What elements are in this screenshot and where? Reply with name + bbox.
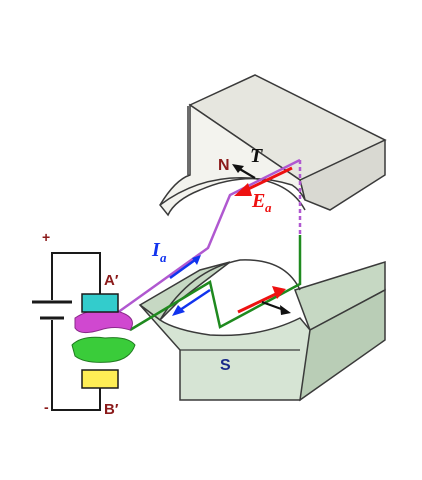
emf-arrow-top	[234, 166, 293, 196]
svg-text:a: a	[265, 200, 272, 215]
svg-text:I: I	[151, 239, 161, 261]
north-pole-piece	[159, 74, 387, 217]
brush-a-label: A′	[104, 272, 119, 289]
minus-terminal-label: -	[44, 399, 49, 415]
current-arrow-lower	[172, 288, 211, 316]
commutator-segment-upper	[74, 309, 133, 334]
brush-b-label: B′	[104, 401, 119, 418]
emf-label: E a	[251, 190, 272, 215]
current-label: I a	[151, 239, 167, 265]
plus-terminal-label: +	[42, 229, 50, 245]
south-pole-piece	[138, 259, 386, 402]
brush-b	[81, 369, 119, 389]
battery-symbol	[32, 300, 72, 320]
brush-a	[81, 293, 119, 313]
emf-arrow-bottom	[237, 286, 286, 314]
coil-purple-side	[109, 158, 301, 320]
external-circuit	[51, 252, 101, 411]
south-pole-label: S	[220, 357, 231, 374]
armature-coil	[109, 158, 302, 332]
torque-label: T	[250, 145, 263, 167]
commutator-segment-lower	[71, 336, 136, 363]
svg-text:E: E	[251, 190, 265, 212]
torque-arrow-top	[232, 164, 256, 179]
coil-green-side	[129, 235, 302, 332]
current-arrow-upper	[169, 255, 201, 280]
north-pole-label: N	[218, 157, 230, 174]
svg-text:a: a	[160, 250, 167, 265]
torque-arrow-bottom	[261, 300, 291, 315]
